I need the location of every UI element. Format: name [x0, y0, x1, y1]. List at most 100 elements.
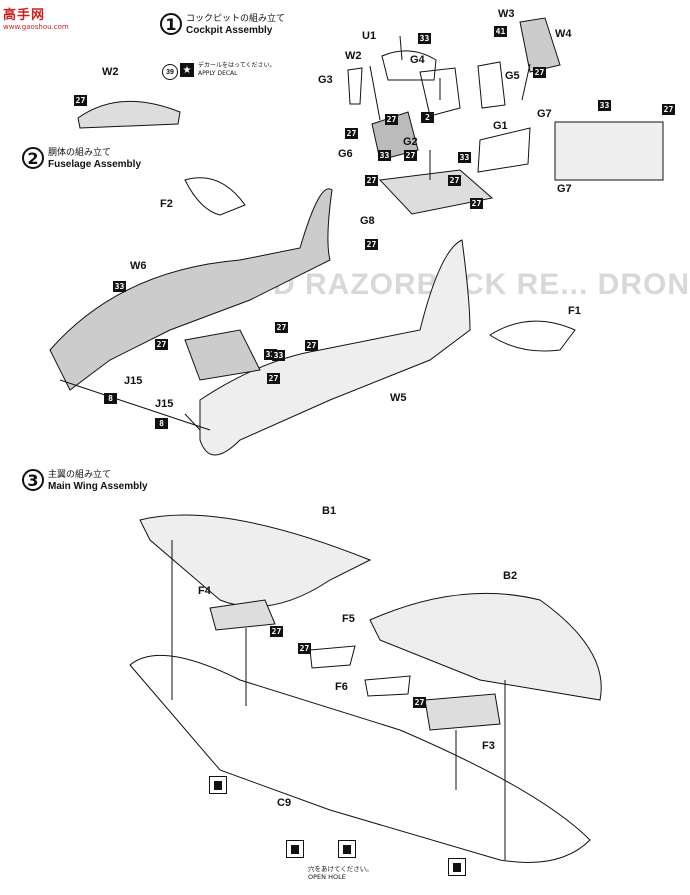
- color-number-box: 8: [155, 418, 168, 429]
- color-number-box: 27: [413, 697, 426, 708]
- color-number-box: 27: [298, 643, 311, 654]
- color-number-box: 27: [448, 175, 461, 186]
- step-number: 3: [22, 469, 44, 491]
- color-number-box: 33: [378, 150, 391, 161]
- panel-w2-drawing: [381, 50, 437, 81]
- step-title-jp: コックピットの組み立て: [186, 14, 286, 24]
- tail-fin-f1: [489, 320, 576, 352]
- part-label: F3: [482, 740, 495, 752]
- step-title-jp: 胴体の組み立て: [48, 148, 112, 158]
- color-number-box: 27: [533, 67, 546, 78]
- step-title-en: Fuselage Assembly: [48, 159, 142, 170]
- cockpit-tub-drawing: [184, 329, 261, 381]
- open-hole-jp: 穴をあけてください。: [308, 865, 373, 873]
- color-number-box: 27: [365, 239, 378, 250]
- part-label: W2: [102, 66, 119, 78]
- watermark-site: 高手网: [3, 8, 46, 23]
- part-label: J15: [124, 375, 143, 387]
- fuselage-left-half: [49, 188, 333, 391]
- decal-note-jp: デカールをはってください。: [198, 62, 276, 69]
- step-number: 1: [160, 13, 182, 35]
- step-title-jp: 主翼の組み立て: [48, 470, 112, 480]
- part-label: G2: [403, 136, 418, 148]
- open-hole-icon: [209, 776, 227, 794]
- color-number-box: 33: [418, 33, 431, 44]
- star-icon: ★: [180, 63, 194, 77]
- part-label: G5: [505, 70, 520, 82]
- instrument-panel-drawing: [77, 100, 181, 129]
- wing-lower: [129, 654, 591, 863]
- color-number-box: 27: [385, 114, 398, 125]
- color-number-box: 27: [404, 150, 417, 161]
- step-title-en: Main Wing Assembly: [48, 481, 148, 492]
- open-hole-icon: [286, 840, 304, 858]
- bulkhead-drawing: [519, 17, 561, 73]
- detail-inset: [554, 121, 664, 181]
- color-number-box: 27: [267, 373, 280, 384]
- color-number-box: 2: [421, 112, 434, 123]
- part-label: F1: [568, 305, 581, 317]
- part-label: G4: [410, 54, 425, 66]
- open-hole-icon: [338, 840, 356, 858]
- color-number-box: 27: [155, 339, 168, 350]
- color-number-box: 27: [365, 175, 378, 186]
- color-number-box: 41: [494, 26, 507, 37]
- part-label: W5: [390, 392, 407, 404]
- flap-f3: [424, 693, 501, 731]
- part-label: G7: [557, 183, 572, 195]
- step-number: 2: [22, 147, 44, 169]
- color-number-box: 27: [345, 128, 358, 139]
- open-hole-en: OPEN HOLE: [308, 873, 346, 881]
- part-label: W3: [498, 8, 515, 20]
- part-label: G6: [338, 148, 353, 160]
- color-number-box: 33: [272, 350, 285, 361]
- color-number-box: 27: [470, 198, 483, 209]
- part-label: U1: [362, 30, 377, 42]
- console-g7-drawing: [477, 127, 531, 173]
- floor-drawing: [378, 169, 494, 215]
- part-label: W6: [130, 260, 147, 272]
- part-label: C9: [277, 797, 292, 809]
- part-label: G7: [537, 108, 552, 120]
- seat-armor-drawing: [477, 61, 506, 109]
- step-3-header: 3 主翼の組み立て Main Wing Assembly: [22, 469, 148, 493]
- part-label: G8: [360, 215, 375, 227]
- part-label: W4: [555, 28, 572, 40]
- part-label: B1: [322, 505, 337, 517]
- color-number-box: 27: [662, 104, 675, 115]
- flap-f4: [209, 599, 276, 631]
- color-number-box: 33: [264, 349, 277, 360]
- open-hole-note: 穴をあけてください。 OPEN HOLE: [308, 865, 373, 881]
- color-number-box: 33: [598, 100, 611, 111]
- step-1-header: 1 コックピットの組み立て Cockpit Assembly: [160, 13, 285, 37]
- part-label: F2: [160, 198, 173, 210]
- part-label: F5: [342, 613, 355, 625]
- step-title-en: Cockpit Assembly: [186, 25, 273, 36]
- decal-note: ★ デカールをはってください。 APPLY DECAL: [180, 62, 276, 78]
- decal-note-en: APPLY DECAL: [198, 70, 238, 77]
- part-label: G3: [318, 74, 333, 86]
- part-label: F4: [198, 585, 211, 597]
- step-2-header: 2 胴体の組み立て Fuselage Assembly: [22, 147, 141, 171]
- open-hole-icon: [448, 858, 466, 876]
- tail-fin-f2: [184, 177, 246, 216]
- color-number-box: 33: [113, 281, 126, 292]
- seat-drawing: [419, 67, 461, 117]
- color-number-box: 27: [270, 626, 283, 637]
- part-label: W2: [345, 50, 362, 62]
- color-number-box: 8: [104, 393, 117, 404]
- flap-f5: [309, 645, 356, 669]
- part-label: J15: [155, 398, 174, 410]
- color-number-box: 33: [458, 152, 471, 163]
- color-number-box: 27: [305, 340, 318, 351]
- watermark-url: www.gaoshou.com: [3, 23, 69, 31]
- part-label: F6: [335, 681, 348, 693]
- wing-upper-b1: [139, 514, 372, 608]
- color-number-box: 27: [275, 322, 288, 333]
- wing-upper-b2: [369, 592, 602, 701]
- color-number-box: 27: [74, 95, 87, 106]
- decal-number-badge: 39: [162, 64, 178, 80]
- part-label: G1: [493, 120, 508, 132]
